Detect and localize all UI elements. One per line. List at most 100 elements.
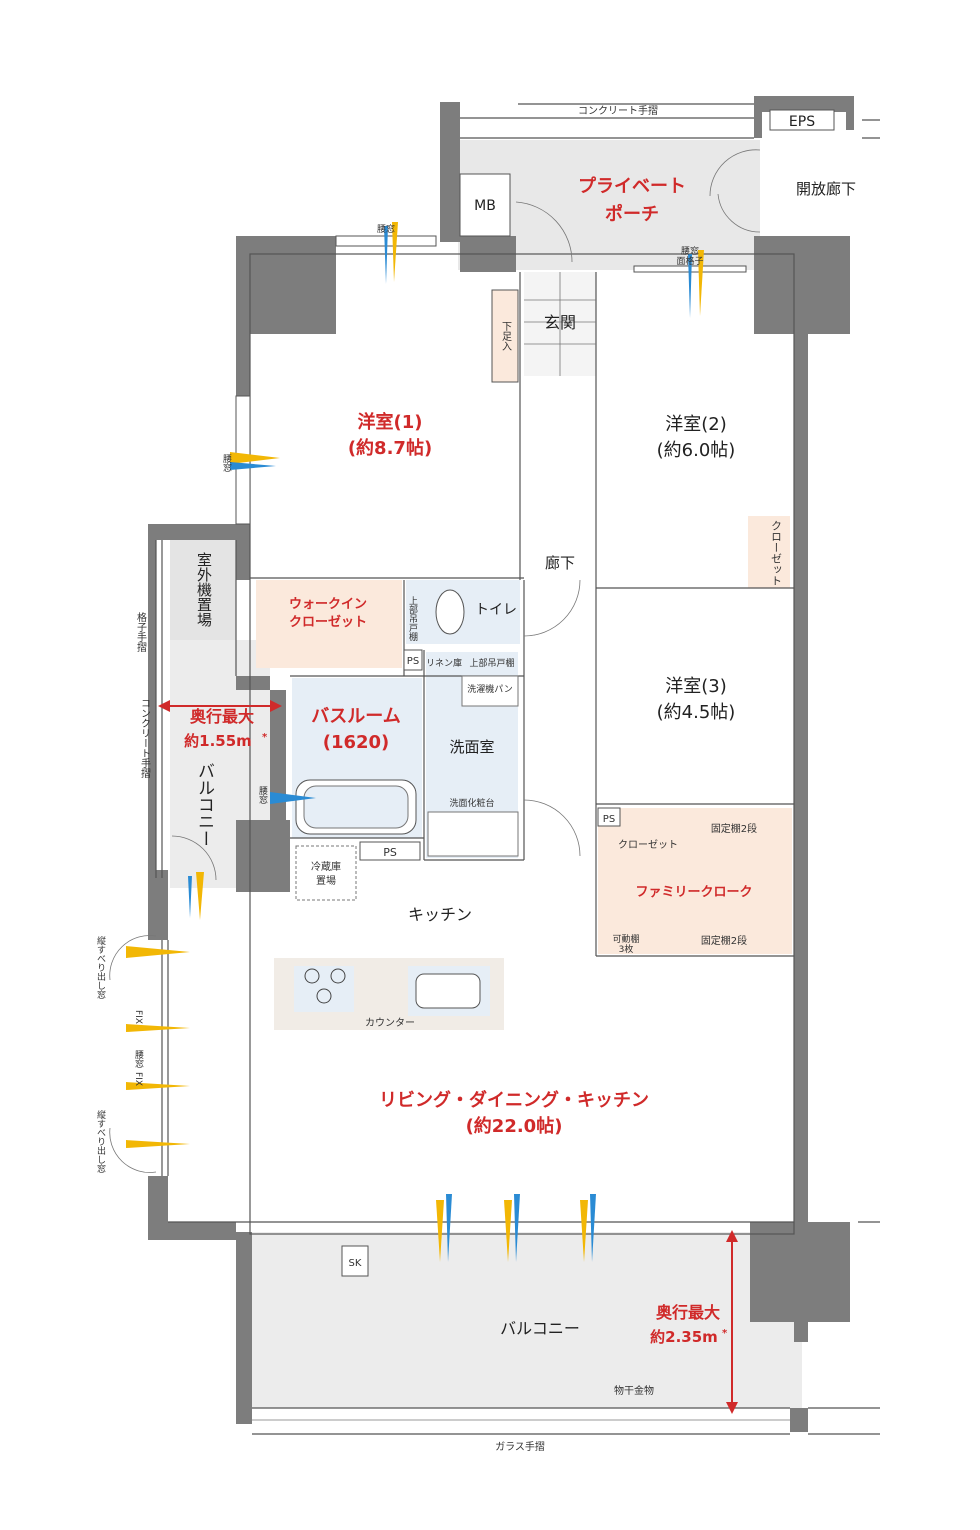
main-balcony-label: バルコニー [500,1319,580,1338]
family-cloak-area [598,808,792,954]
wic-label-line1: ウォークイン [289,597,367,612]
hallway-label: 廊下 [545,554,575,572]
bathtub-inner [303,785,409,829]
side-waist-window-label: 腰窓 [221,454,232,472]
entrance-grid [524,272,596,376]
western2-name: 洋室(2) [665,414,727,435]
upper-shelf-toilet-label: 上部吊戸棚 [407,596,418,642]
eps-box [769,109,835,131]
entrance-label: 玄関 [544,313,576,332]
porch-gate-left [709,149,761,197]
porch-label-line1: プライベート [578,175,686,197]
kitchen-label: キッチン [408,905,472,924]
interior-lines [155,103,880,1435]
washroom-label: 洗面室 [449,738,494,756]
toilet-label: トイレ [475,602,517,618]
vanity-counter [427,811,519,857]
shoe-storage [491,289,519,383]
stove-burner-2 [330,968,346,984]
slide-window-bottom [109,1127,157,1173]
ps-bath-label: PS [407,656,419,667]
slide-window-top [109,935,157,981]
washer-pan-label: 洗濯機パン [467,683,512,695]
sk-label: SK [349,1258,362,1269]
closet-w3-label: クローゼット [618,839,678,851]
glass-rail-label: ガラス手摺 [495,1440,545,1453]
fridge-label-2: 置場 [316,874,336,887]
sink-basin [415,973,481,1009]
ventilation-marks [126,222,704,1262]
ldk-size: (約22.0帖) [466,1115,563,1137]
closet-w2-area [748,516,790,588]
shoe-storage-label: 下足入 [500,321,512,351]
movable-shelf-label-2: 3枚 [619,943,634,955]
waist-window-top-label: 腰窓 [377,223,395,235]
movable-shelf-label-1: 可動棚 [612,933,639,945]
waist-window-ldk-label: 腰窓 [133,1050,144,1068]
concrete-rail-top-label: コンクリート手摺 [578,104,658,117]
sk-box [341,1245,369,1277]
lattice-rail-label: 格子手摺 [135,611,147,653]
mb-label: MB [474,198,496,214]
toilet-bowl [435,589,465,635]
depth-side-mark: * [262,732,268,743]
shoe-storage-area [492,290,518,382]
bath-name: バスルーム [311,706,400,727]
grille-window-label-1: 腰窓 [681,245,699,257]
slide-window-label-bottom: 縦すべり出し窓 [95,1109,106,1173]
porch-label-line2: ポーチ [605,203,659,225]
closet-w2-label: クローゼット [770,520,783,586]
washer-pan [461,675,519,707]
western3-name: 洋室(3) [665,676,727,697]
porch-gate-right [717,193,761,233]
depth-side-value: 約1.55m [184,732,252,750]
western1-size: (約8.7帖) [348,437,432,459]
bath-size: (1620) [323,732,390,753]
mb-box [459,173,511,237]
outdoor-unit-area [170,540,236,640]
fridge-label-1: 冷蔵庫 [311,860,341,873]
walk-in-closet-area [256,580,402,668]
stove-burner-1 [304,968,320,984]
washroom-door [523,799,581,857]
ps-box-kitchen [359,841,421,861]
vanity-label: 洗面化粧台 [449,797,494,809]
wic-label-line2: クローゼット [289,614,367,630]
fixed-shelf-label-1: 固定棚2段 [711,822,757,835]
eps-label: EPS [789,114,815,130]
fixed-shelf-label-2: 固定棚2段 [701,934,747,947]
fix-label-top: FIX [133,1010,143,1024]
western3-size: (約4.5帖) [657,702,736,723]
ps-cloak-label: PS [603,814,615,825]
outdoor-unit-label: 室外機置場 [195,552,213,627]
open-corridor-label: 開放廊下 [796,180,856,198]
ps-box-cloak [597,807,621,827]
slide-window-label-top: 縦すべり出し窓 [95,935,106,999]
laundry-hardware-label: 物干金物 [614,1384,654,1397]
depth-main-mark: * [722,1328,728,1339]
depth-arrow-main [726,1230,738,1414]
walls [148,96,854,1432]
ps-box-bath [403,649,423,671]
stove-burner-3 [316,988,332,1004]
concrete-rail-side-label: コンクリート手摺 [139,698,151,779]
entry-door-swing [515,201,573,263]
fridge-box [295,845,357,901]
side-balcony-label: バルコニー [194,762,214,847]
ldk-name: リビング・ダイニング・キッチン [379,1089,649,1111]
linen-label: リネン庫 [426,657,462,669]
depth-main-value: 約2.35m [650,1328,718,1346]
counter-label: カウンター [365,1017,415,1029]
upper-shelf-label: 上部吊戸棚 [469,657,514,669]
grille-window-label-2: 面格子 [676,255,703,267]
western2-size: (約6.0帖) [657,440,736,461]
bath-waist-window-label: 腰窓 [257,786,268,804]
toilet-door [523,579,581,637]
depth-main-title: 奥行最大 [656,1303,720,1322]
fix-label-bottom: FIX [133,1072,143,1086]
family-cloak-label: ファミリークローク [635,885,752,900]
ps-kitchen-label: PS [383,846,397,859]
western1-name: 洋室(1) [358,411,423,433]
depth-side-title: 奥行最大 [190,707,254,726]
